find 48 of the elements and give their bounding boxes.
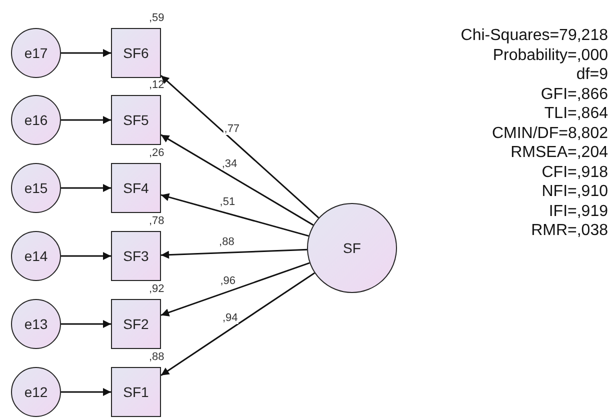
variance-label: ,12 — [149, 79, 164, 91]
error-term-circle: e14 — [11, 231, 61, 281]
arrow — [160, 75, 320, 218]
variance-label: ,78 — [149, 215, 164, 227]
fit-statistic: CMIN/DF=8,802 — [492, 124, 608, 143]
fit-statistic: RMR=,038 — [531, 221, 608, 240]
error-term-circle: e16 — [11, 95, 61, 145]
error-term-circle: e12 — [11, 367, 61, 417]
latent-variable-circle: SF — [307, 203, 397, 293]
arrow — [61, 388, 111, 396]
observed-variable-box: SF3 — [111, 231, 161, 281]
arrow — [61, 49, 111, 57]
edge-label: ,94 — [221, 312, 239, 324]
observed-variable-box: SF4 — [111, 163, 161, 213]
variance-label: ,26 — [149, 147, 164, 159]
arrow — [160, 248, 308, 259]
edge-label: ,88 — [218, 236, 236, 248]
error-term-circle: e17 — [11, 28, 61, 78]
fit-statistic: Chi-Squares=79,218 — [460, 26, 608, 46]
edge-label: ,51 — [218, 196, 236, 208]
edge-label: ,96 — [219, 274, 236, 287]
arrow — [61, 252, 111, 260]
arrow — [61, 116, 111, 124]
fit-statistic: IFI=,919 — [548, 202, 608, 221]
arrow — [61, 184, 111, 192]
fit-statistic: NFI=,910 — [542, 182, 608, 202]
observed-variable-box: SF5 — [111, 95, 161, 145]
arrow — [61, 320, 111, 328]
error-term-circle: e15 — [11, 163, 61, 213]
fit-statistic: GFI=,866 — [540, 84, 608, 104]
fit-statistic: Probability=,000 — [492, 46, 608, 65]
edge-label: ,34 — [220, 158, 238, 170]
observed-variable-box: SF2 — [111, 299, 161, 349]
arrow — [160, 193, 309, 237]
error-term-circle: e13 — [11, 299, 61, 349]
variance-label: ,88 — [149, 351, 164, 363]
arrow — [160, 134, 314, 226]
arrow — [160, 272, 315, 376]
observed-variable-box: SF1 — [111, 367, 161, 417]
fit-statistic: CFI=,918 — [542, 162, 608, 182]
variance-label: ,92 — [149, 283, 164, 295]
arrow — [160, 262, 310, 316]
fit-statistic: RMSEA=,204 — [510, 143, 608, 162]
fit-statistic: TLI=,864 — [544, 104, 608, 124]
observed-variable-box: SF6 — [111, 28, 161, 78]
fit-statistic: df=9 — [576, 65, 608, 84]
edge-label: ,77 — [223, 122, 241, 135]
variance-label: ,59 — [149, 12, 164, 24]
